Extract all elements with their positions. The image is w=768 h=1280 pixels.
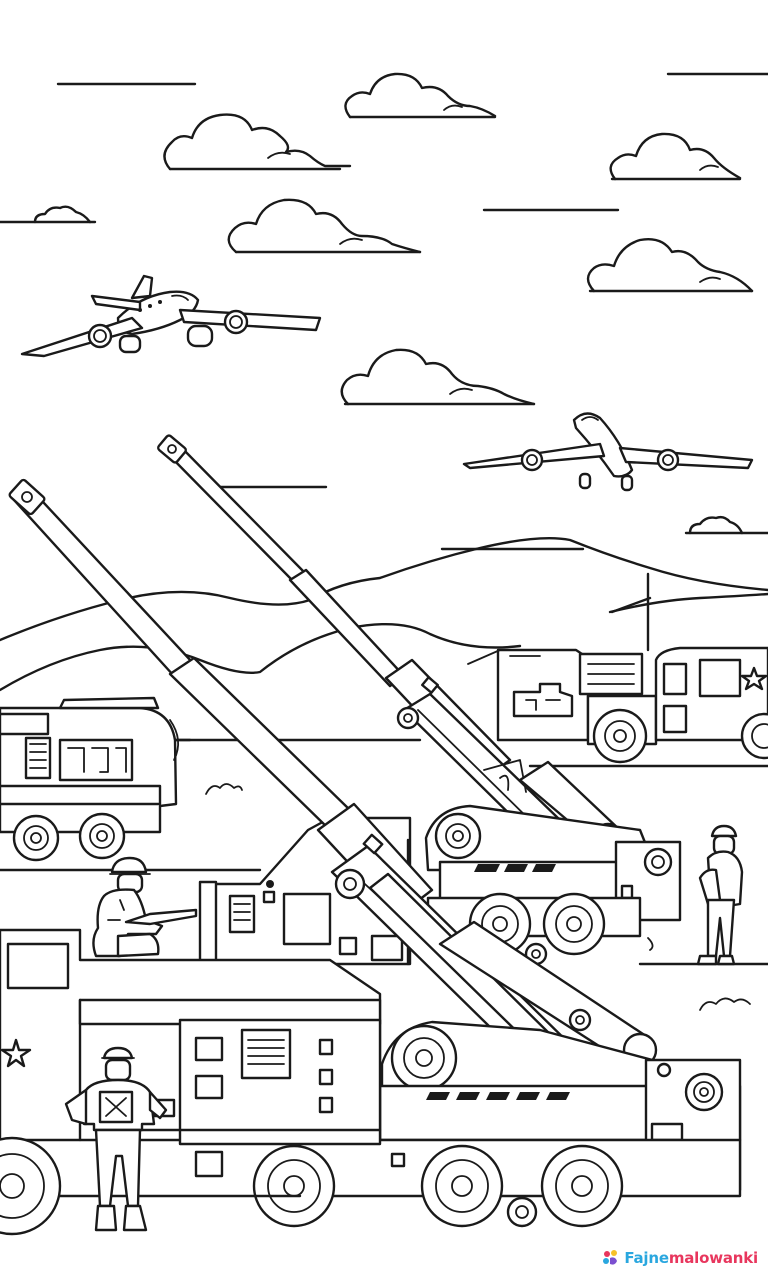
cloud-3 [609, 132, 742, 181]
truck-right-background [467, 646, 768, 764]
mountains [0, 537, 768, 692]
sky-lines [0, 72, 768, 551]
airplane-left [20, 274, 322, 358]
cloud-2 [344, 72, 497, 119]
truck-left-background [0, 696, 180, 862]
soldier-front [64, 1046, 168, 1232]
truck-front-body [0, 928, 382, 1236]
airplane-right [462, 412, 754, 492]
cloud-5 [227, 198, 422, 254]
artillery-rear [157, 434, 682, 966]
cloud-7 [340, 348, 536, 406]
watermark-logo: Fajnemalowanki [601, 1246, 758, 1270]
cloud-8 [684, 515, 768, 535]
soldier-kneeling [92, 856, 198, 958]
cloud-1 [163, 113, 352, 171]
watermark-text: Fajnemalowanki [624, 1249, 758, 1267]
cloud-4 [33, 205, 92, 224]
palette-icon [603, 1250, 618, 1265]
cloud-6 [586, 238, 754, 293]
artillery-front [8, 478, 742, 1228]
soldier-right [696, 824, 744, 966]
